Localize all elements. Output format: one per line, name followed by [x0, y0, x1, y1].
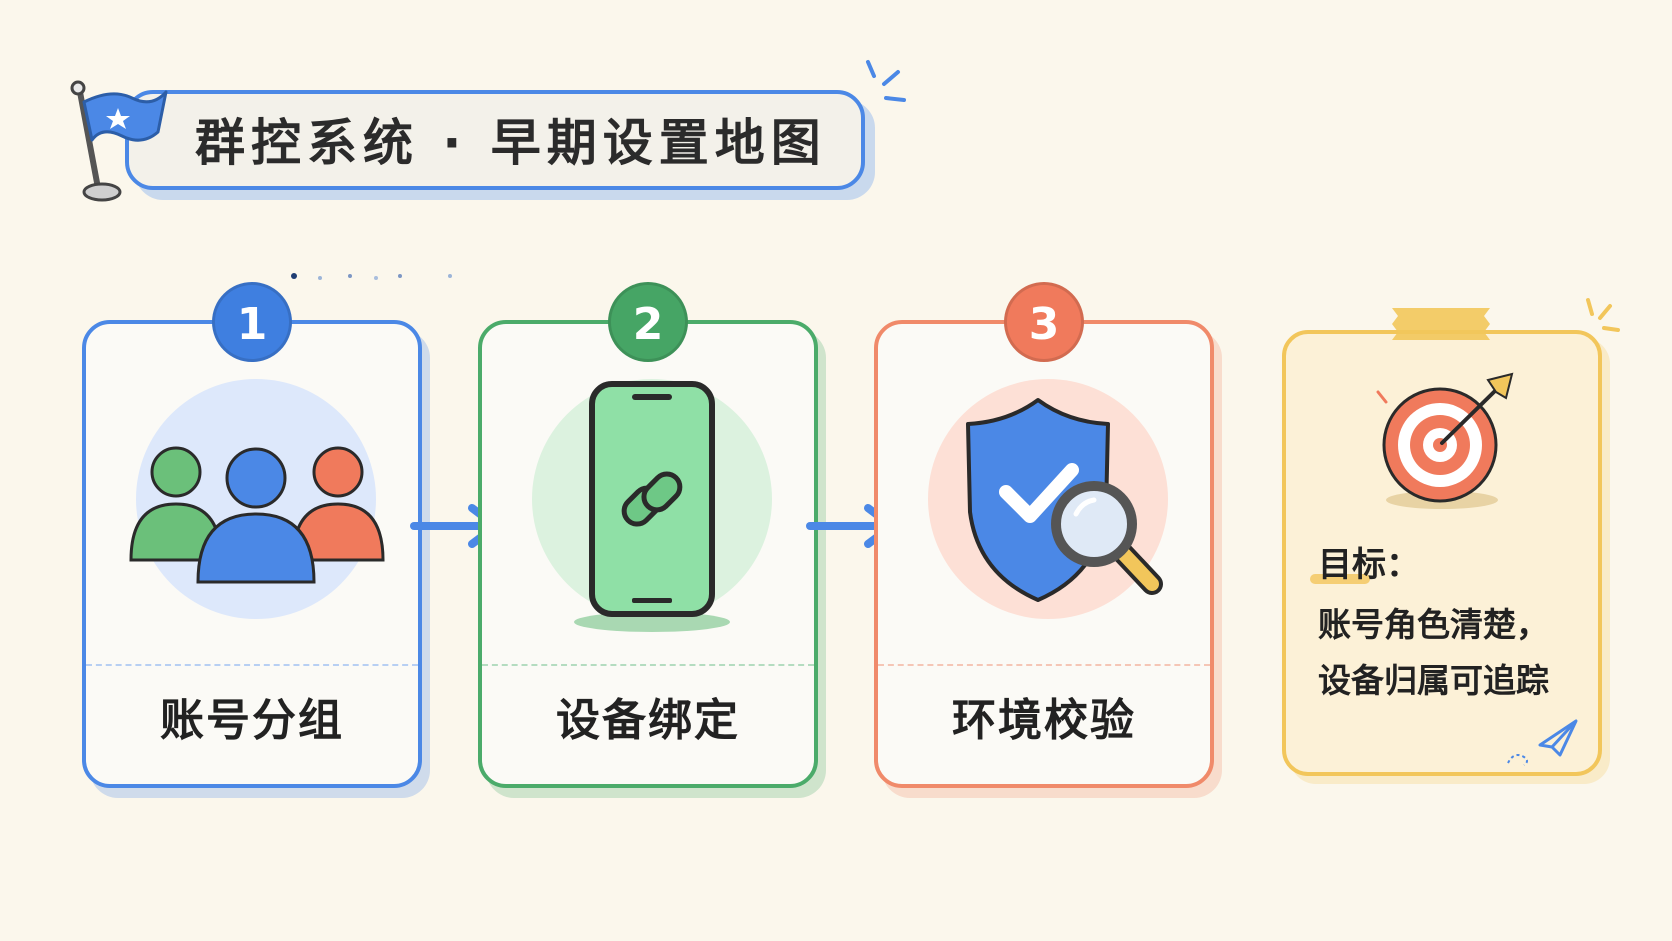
phone-link-icon [532, 379, 772, 632]
highlight-mark [1310, 574, 1370, 584]
step-label: 设备绑定 [556, 695, 740, 746]
step-number-badge: 3 [1004, 282, 1084, 362]
step-card-device-binding: 设备绑定 [478, 320, 818, 788]
card-divider [878, 664, 1210, 666]
target-arrow-icon [1376, 372, 1514, 509]
flag-icon [70, 80, 168, 202]
sparkle-lines-icon [866, 60, 906, 102]
step-card-account-grouping: 账号分组 [82, 320, 422, 788]
step-number-badge: 2 [608, 282, 688, 362]
step-label: 账号分组 [160, 695, 344, 746]
card-divider [86, 664, 418, 666]
goal-text-line: 账号角色清楚， [1318, 605, 1549, 644]
title-banner [125, 90, 865, 190]
decorative-dots [291, 273, 452, 280]
card-divider [482, 664, 814, 666]
shield-check-search-icon [928, 379, 1168, 619]
page-title: 群控系统 · 早期设置地图 [195, 114, 827, 172]
goal-heading: 目标： [1318, 545, 1420, 585]
tape-decoration [1392, 308, 1490, 340]
step-number-badge: 1 [212, 282, 292, 362]
goal-text-line: 设备归属可追踪 [1318, 661, 1549, 700]
step-label: 环境校验 [952, 695, 1136, 746]
users-group-icon [129, 379, 385, 619]
paper-plane-icon [1507, 719, 1578, 766]
step-card-environment-check: 环境校验 [874, 320, 1214, 788]
sparkle-lines-icon [1586, 298, 1620, 332]
